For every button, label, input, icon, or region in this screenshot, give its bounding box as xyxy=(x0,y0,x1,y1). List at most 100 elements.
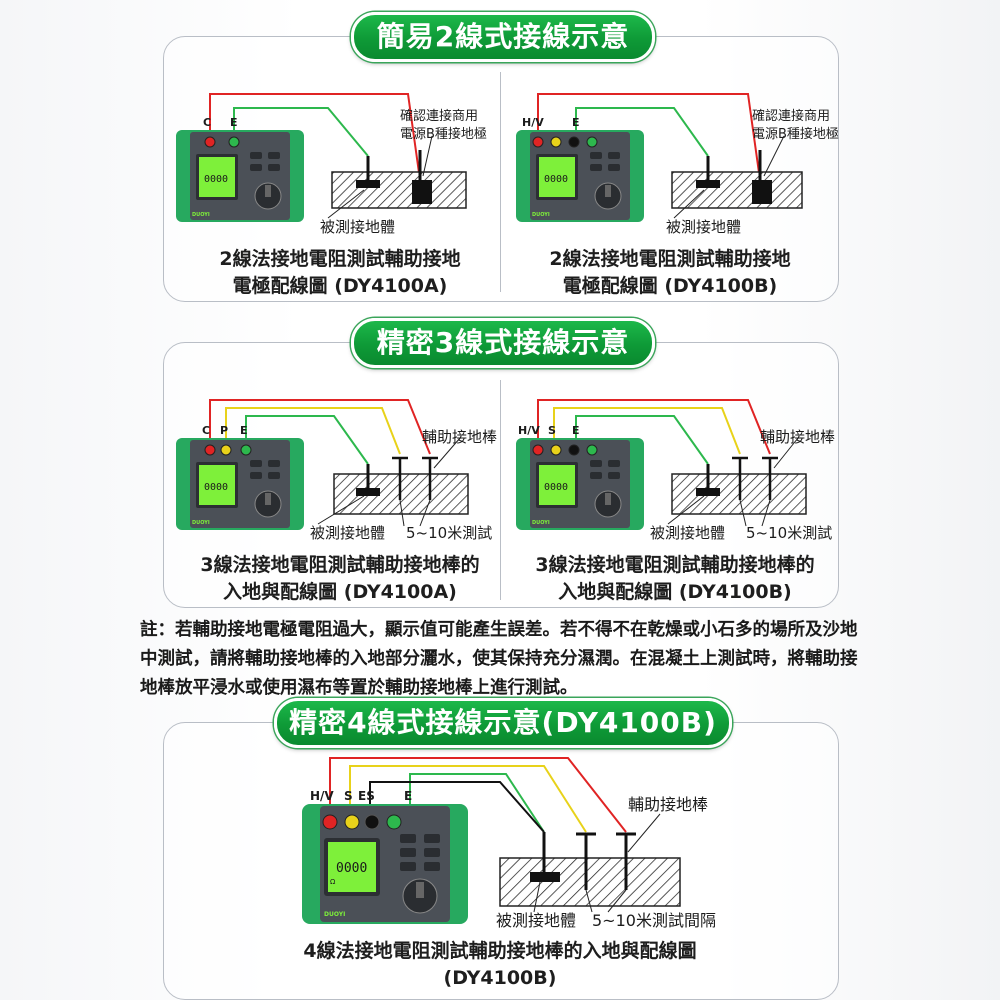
section-3wire-title: 精密3線式接線示意 xyxy=(351,318,655,368)
brand-logo: DUOYI xyxy=(324,911,345,918)
terminal-label-c: C xyxy=(203,116,211,129)
caption-4wire-1: 4線法接地電阻測試輔助接地棒的入地與配線圖 xyxy=(303,940,697,962)
aux-rods xyxy=(576,832,636,890)
target-label: 被測接地體 xyxy=(650,524,725,542)
brand-logo: DUOYI xyxy=(532,212,550,218)
device-dy4100a: 0000 DUOYI xyxy=(176,438,304,530)
terminal-jack-green xyxy=(586,136,598,148)
lcd-screen xyxy=(539,157,575,197)
terminal-label-s: S xyxy=(548,424,556,437)
aux-label: 輔助接地棒 xyxy=(760,428,835,446)
section-2wire-title: 簡易2線式接線示意 xyxy=(351,12,655,62)
distance-label: 5~10米測試間隔 xyxy=(592,911,716,930)
terminal-label-e: E xyxy=(572,116,580,129)
brand-logo: DUOYI xyxy=(532,520,550,526)
terminal-jack-green xyxy=(228,136,240,148)
b-type-electrode xyxy=(752,180,772,204)
lcd-reading: 0000 xyxy=(544,174,568,185)
target-label: 被測接地體 xyxy=(320,218,395,236)
lcd-screen xyxy=(539,465,575,505)
terminal-label-s: S xyxy=(344,789,353,803)
caption-3wire-a-2: 入地與配線圖 (DY4100A) xyxy=(223,581,457,603)
section-4wire-title: 精密4線式接線示意(DY4100B) xyxy=(274,698,732,748)
device-dy4100b: 0000 DUOYI xyxy=(516,130,644,222)
aux-label-1: 確認連接商用 xyxy=(400,108,478,124)
wire-green xyxy=(233,107,369,157)
device-dy4100a: 0000 DUOYI xyxy=(176,130,304,222)
aux-label-2: 電源B種接地極 xyxy=(752,126,839,142)
wire-red xyxy=(537,399,771,455)
wire-red xyxy=(329,757,627,833)
caption-3wire-b-1: 3線法接地電阻測試輔助接地棒的 xyxy=(535,554,815,576)
caption-2wire-a-1: 2線法接地電阻測試輔助接地 xyxy=(219,248,461,270)
ground-block xyxy=(671,171,803,209)
lcd-screen xyxy=(199,157,235,197)
target-label: 被測接地體 xyxy=(310,524,385,542)
terminal-label-e: E xyxy=(572,424,580,437)
wire-black xyxy=(369,781,545,833)
lcd-screen xyxy=(199,465,235,505)
wires xyxy=(209,399,431,465)
device-dy4100b: 0000 Ω DUOYI xyxy=(302,804,468,924)
diagram-2wire-left: C E 0000 DUOYI 確認連接商用 電源B種接地極 被測接地體 xyxy=(176,93,487,236)
wires xyxy=(329,757,627,833)
target-label: 被測接地體 xyxy=(496,911,576,930)
caption-2wire-b-2: 電極配線圖 (DY4100B) xyxy=(562,275,778,297)
target-electrode xyxy=(530,872,560,882)
diagram-3wire-right: H/V S E 0000 DUOYI 輔助接地棒 被測接地體 5~10米測試 xyxy=(516,399,835,542)
aux-rods xyxy=(732,456,778,500)
brand-logo: DUOYI xyxy=(192,212,210,218)
lcd-reading: 0000 xyxy=(544,482,568,493)
caption-2wire-b-1: 2線法接地電阻測試輔助接地 xyxy=(549,248,791,270)
lcd-unit: Ω xyxy=(330,878,336,886)
wire-red xyxy=(209,93,421,181)
ground-block xyxy=(499,857,681,907)
section-3wire-divider xyxy=(500,380,501,600)
distance-label: 5~10米測試 xyxy=(406,524,492,542)
terminal-jack-red xyxy=(532,136,544,148)
aux-rods xyxy=(392,456,438,500)
terminal-label-c: C xyxy=(202,424,210,437)
note-text: 註：若輔助接地電極電阻過大，顯示值可能產生誤差。若不得不在乾燥或小石多的場所及沙… xyxy=(140,620,858,698)
terminal-label-es: ES xyxy=(358,789,375,803)
caption-3wire-a-1: 3線法接地電阻測試輔助接地棒的 xyxy=(200,554,480,576)
b-type-electrode xyxy=(412,180,432,204)
brand-logo: DUOYI xyxy=(192,520,210,526)
terminal-label-p: P xyxy=(220,424,228,437)
section-2wire-divider xyxy=(500,72,501,292)
lcd-reading: 0000 xyxy=(336,861,367,876)
terminal-label-e: E xyxy=(404,789,412,803)
terminal-label-hv: H/V xyxy=(310,789,334,803)
target-label: 被測接地體 xyxy=(666,218,741,236)
aux-label-1: 確認連接商用 xyxy=(752,108,830,124)
diagram-2wire-right: H/V E 0000 DUOYI 確認連接商用 電源B種接地極 被測接地體 xyxy=(516,93,839,236)
aux-label: 輔助接地棒 xyxy=(422,428,497,446)
terminal-jack-red xyxy=(204,136,216,148)
terminal-label-e: E xyxy=(230,116,238,129)
diagram-4wire: H/V S ES E 0000 Ω DUOYI 輔助接地棒 被測接地體 5~10… xyxy=(302,757,716,930)
distance-label: 5~10米測試 xyxy=(746,524,832,542)
lcd-screen xyxy=(328,842,376,892)
wire-green xyxy=(409,773,545,833)
wires xyxy=(209,93,421,181)
lcd-reading: 0000 xyxy=(204,482,228,493)
aux-label-2: 電源B種接地極 xyxy=(400,126,487,142)
diagram-3wire-left: C P E 0000 DUOYI 輔助接地棒 被測接地體 5~10米測試 xyxy=(176,399,497,542)
caption-4wire-2: (DY4100B) xyxy=(443,967,557,989)
wire-green xyxy=(245,415,369,465)
wires xyxy=(537,399,771,465)
wire-yellow xyxy=(553,407,741,455)
ground-block xyxy=(331,171,467,209)
caption-2wire-a-2: 電極配線圖 (DY4100A) xyxy=(232,275,448,297)
device-dy4100b: 0000 DUOYI xyxy=(516,438,644,530)
wire-green xyxy=(575,415,709,465)
wires xyxy=(537,93,761,181)
terminal-label-e: E xyxy=(240,424,248,437)
lcd-reading: 0000 xyxy=(204,174,228,185)
terminal-label-hv: H/V xyxy=(518,424,540,437)
wire-green xyxy=(575,107,709,157)
wire-yellow xyxy=(225,407,401,455)
aux-label: 輔助接地棒 xyxy=(628,795,708,814)
wire-red xyxy=(537,93,761,181)
caption-3wire-b-2: 入地與配線圖 (DY4100B) xyxy=(558,581,792,603)
